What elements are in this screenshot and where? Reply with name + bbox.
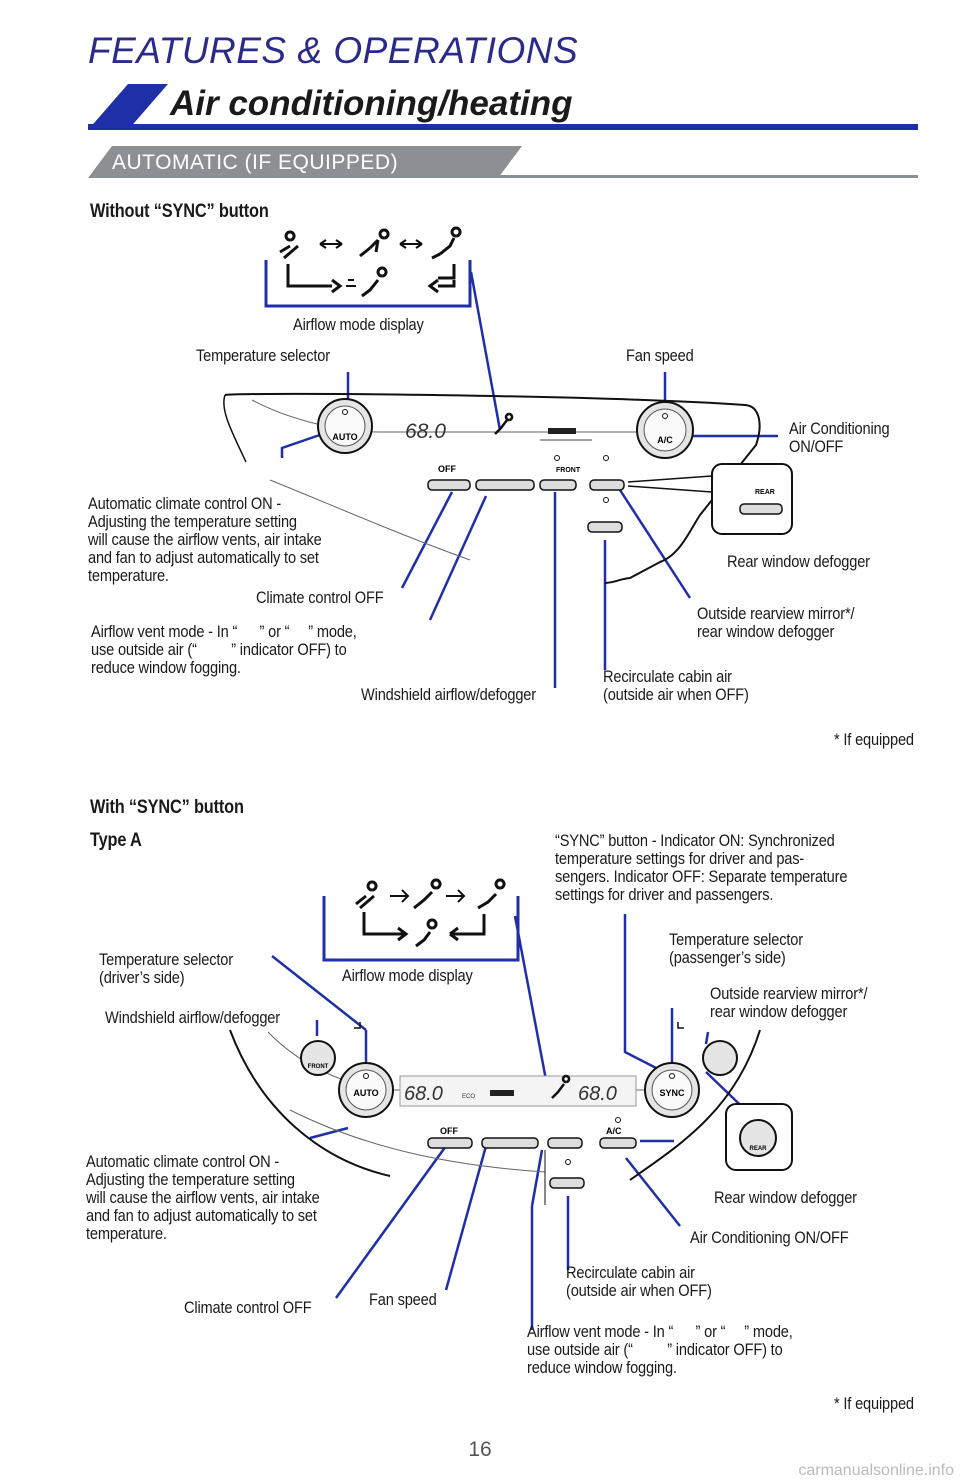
front-label: FRONT bbox=[556, 467, 581, 474]
d2-auto-label: AUTO bbox=[353, 1088, 378, 1098]
banner-rule bbox=[498, 175, 918, 178]
d1-footnote: * If equipped bbox=[834, 730, 914, 749]
header-graphics bbox=[88, 84, 918, 178]
banner-label: AUTOMATIC (IF EQUIPPED) bbox=[112, 151, 399, 174]
d1-outside-mirror-label: Outside rearview mirror*/ rear window de… bbox=[697, 604, 855, 641]
d1-recirculate-label: Recirculate cabin air (outside air when … bbox=[603, 667, 749, 704]
d2-temp-right: 68.0 bbox=[578, 1083, 617, 1105]
diagram2-illustration: FRONT AUTO SYNC 68.0 ECO 68.0 OFF A/C RE… bbox=[229, 878, 793, 1330]
d2-temp-left: 68.0 bbox=[404, 1083, 443, 1105]
d2-ac-onoff-label: Air Conditioning ON/OFF bbox=[690, 1228, 849, 1247]
d2-fan-speed-label: Fan speed bbox=[369, 1290, 437, 1309]
title-rule bbox=[88, 124, 918, 130]
section-title: FEATURES & OPERATIONS bbox=[88, 30, 579, 71]
d1-climate-off-label: Climate control OFF bbox=[256, 588, 384, 607]
d2-airflow-mode-display-label: Airflow mode display bbox=[342, 966, 473, 985]
d1-airflow-vent-label: Airflow vent mode - In “” or “” mode, us… bbox=[91, 622, 357, 677]
d1-fan-speed-label: Fan speed bbox=[626, 346, 694, 365]
diagram2-panel: FRONT AUTO SYNC 68.0 ECO 68.0 OFF A/C RE… bbox=[229, 1022, 793, 1205]
display-temp: 68.0 bbox=[405, 420, 446, 443]
watermark: carmanualsonline.info bbox=[798, 1462, 954, 1479]
page-number: 16 bbox=[468, 1438, 492, 1461]
diagram1-callout-lines bbox=[280, 271, 778, 688]
d2-ac-label: A/C bbox=[606, 1126, 622, 1136]
d1-windshield-label: Windshield airflow/defogger bbox=[361, 685, 536, 704]
diagram1-panel: AUTO A/C 68.0 OFF FRONT REAR bbox=[223, 392, 793, 584]
page-title: Air conditioning/heating bbox=[170, 84, 573, 123]
d2-recirculate-label: Recirculate cabin air (outside air when … bbox=[566, 1263, 712, 1300]
d2-auto-climate-label: Automatic climate control ON - Adjusting… bbox=[86, 1152, 320, 1243]
d1-temperature-selector-label: Temperature selector bbox=[196, 346, 330, 365]
diagram1-heading: Without “SYNC” button bbox=[90, 201, 269, 222]
d1-rear-defogger-label: Rear window defogger bbox=[727, 552, 870, 571]
title-accent-shape bbox=[88, 84, 168, 130]
d1-ac-onoff-label: Air Conditioning ON/OFF bbox=[789, 419, 890, 456]
d2-front-label: FRONT bbox=[308, 1064, 329, 1070]
d2-windshield-label: Windshield airflow/defogger bbox=[105, 1008, 280, 1027]
d2-footnote: * If equipped bbox=[834, 1394, 914, 1413]
rear-label: REAR bbox=[755, 489, 775, 496]
ac-knob-label: A/C bbox=[657, 435, 673, 445]
d2-temp-passenger-label: Temperature selector (passenger’s side) bbox=[669, 930, 803, 967]
d1-auto-climate-label: Automatic climate control ON - Adjusting… bbox=[88, 494, 322, 585]
diagram2-callout-lines bbox=[271, 914, 759, 1330]
auto-banner bbox=[88, 146, 522, 178]
diagram2-heading: With “SYNC” button bbox=[90, 797, 244, 818]
d2-climate-off-label: Climate control OFF bbox=[184, 1298, 312, 1317]
d2-rear-defogger-label: Rear window defogger bbox=[714, 1188, 857, 1207]
diagram1-illustration: AUTO A/C 68.0 OFF FRONT REAR bbox=[223, 226, 793, 688]
d2-temp-driver-label: Temperature selector (driver’s side) bbox=[99, 950, 233, 987]
d2-rear-label: REAR bbox=[749, 1146, 767, 1152]
d2-sync-label: SYNC bbox=[659, 1088, 685, 1098]
diagram2-type: Type A bbox=[90, 830, 142, 851]
d2-outside-mirror-label: Outside rearview mirror*/ rear window de… bbox=[710, 984, 868, 1021]
d2-sync-button-label: “SYNC” button - Indicator ON: Synchroniz… bbox=[555, 831, 848, 904]
d1-airflow-mode-display-label: Airflow mode display bbox=[293, 315, 424, 334]
auto-knob-label: AUTO bbox=[332, 432, 357, 442]
d2-off-label: OFF bbox=[440, 1126, 458, 1136]
airflow-mode-icons bbox=[279, 226, 462, 298]
off-label: OFF bbox=[438, 464, 456, 474]
d2-airflow-mode-icons bbox=[355, 878, 506, 948]
d2-eco-label: ECO bbox=[462, 1094, 475, 1100]
d2-airflow-vent-label: Airflow vent mode - In “” or “” mode, us… bbox=[527, 1322, 793, 1377]
